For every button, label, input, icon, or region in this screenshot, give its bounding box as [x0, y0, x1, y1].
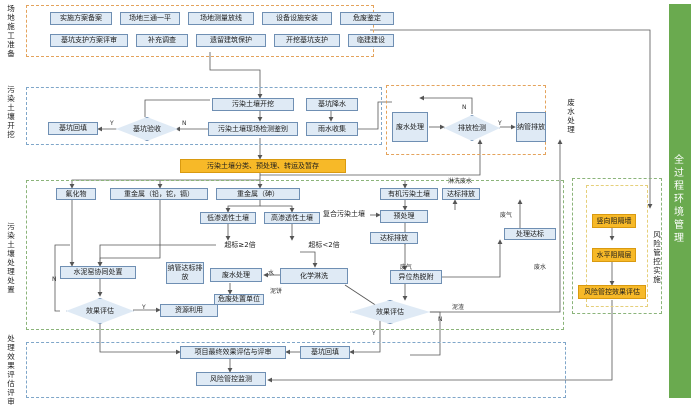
low-perm-box: 低渗透性土壤 [200, 212, 256, 224]
prep-box: 补充调查 [136, 34, 188, 47]
edge-label-y: Y [110, 120, 114, 127]
soil-monitor-box: 污染土壤现场检测鉴别 [208, 122, 298, 136]
std-emission-box: 达标排放 [370, 232, 418, 244]
evaluation-section-label: 处理效果评估评审 [7, 334, 15, 406]
discharge-test-decision: 排放检测 [444, 115, 500, 141]
high-perm-box: 高渗透性土壤 [264, 212, 320, 224]
heavy-metal-box: 重金属（铅，铊，镉） [110, 188, 208, 200]
horizontal-barrier-box: 水平阻隔层 [592, 248, 636, 262]
edge-label-y: Y [142, 304, 146, 311]
thermal-desorb-box: 异位热脱附 [390, 270, 442, 284]
wastewater-treat2-box: 废水处理 [210, 268, 262, 282]
prep-box: 场地三通一平 [120, 12, 180, 25]
organic-soil-box: 有机污染土壤 [380, 188, 438, 200]
prep-box: 开挖基坑支护 [274, 34, 340, 47]
prep-box: 设备设施安装 [262, 12, 332, 25]
treatment-std-box: 处理达标 [504, 228, 556, 240]
effect-eval2-decision: 效果评估 [350, 300, 430, 324]
edge-label-n: N [52, 276, 57, 283]
vertical-barrier-box: 竖向阻隔墙 [592, 214, 636, 228]
risk-monitor-box: 风险管控监测 [196, 372, 266, 386]
prep-box: 临建建设 [348, 34, 394, 47]
full-process-label: 全过程环境管理 [674, 155, 684, 244]
final-review-box: 项目最终效果评估与评审 [180, 346, 286, 359]
evaluation-region [26, 342, 566, 398]
prep-section-label: 场地施工准备 [7, 4, 15, 58]
edge-label-sludge: 泥饼 [270, 288, 283, 295]
edge-label-waste-gas2: 废气 [400, 264, 413, 271]
fluoride-box: 氟化物 [56, 188, 96, 200]
prep-box: 实施方案备案 [50, 12, 112, 25]
prep-region [26, 5, 374, 57]
disposal-region [26, 180, 564, 330]
pit-backfill-box: 基坑回填 [48, 122, 98, 135]
pit-dewatering-box: 基坑降水 [306, 98, 358, 111]
prep-box: 危废鉴定 [340, 12, 394, 25]
edge-label-n: N [182, 120, 187, 127]
edge-label-n: N [462, 104, 467, 111]
wastewater-treat-box: 废水处理 [392, 112, 428, 142]
risk-outer-region [572, 178, 662, 314]
edge-label-n: N [438, 316, 443, 323]
classify-box: 污染土壤分类、预处理、转运及暂存 [180, 159, 346, 173]
excavation-region [26, 87, 382, 145]
full-process-bar: 全过程环境管理 [669, 4, 691, 398]
exceed-lt2-label: 超标<2倍 [308, 241, 340, 249]
compound-soil-label: 复合污染土壤 [323, 210, 365, 218]
soil-excavation-box: 污染土壤开挖 [212, 98, 294, 111]
wastewater-section-label: 废水处理 [567, 98, 575, 134]
risk-region [586, 185, 648, 307]
hazwaste-unit-box: 危废处置单位 [214, 294, 264, 305]
compliant-discharge-box: 达标排放 [442, 188, 480, 200]
edge-label-leaching-wastewater: 淋洗废水 [448, 178, 473, 185]
prep-box: 遗留建筑保护 [196, 34, 266, 47]
edge-label-y: Y [498, 120, 502, 127]
prep-box: 基坑支护方案评审 [50, 34, 128, 47]
pipe-std-discharge-box: 纳管达标排放 [166, 262, 204, 284]
pre-treat-box: 预处理 [380, 210, 428, 223]
pipe-discharge-box: 纳管排放 [516, 112, 546, 142]
edge-label-wastewater: 废水 [534, 264, 547, 271]
prep-box: 场地测量放线 [188, 12, 254, 25]
exceed-ge2-label: 超标≥2倍 [224, 241, 256, 249]
edge-label-waste-gas: 废气 [500, 212, 513, 219]
disposal-section-label: 污染土壤处理处置 [7, 222, 15, 294]
excavation-section-label: 污染土壤开挖 [7, 85, 15, 139]
effect-eval-decision: 效果评估 [66, 298, 134, 324]
pit-accept-decision: 基坑验收 [116, 117, 178, 141]
edge-label-y: Y [372, 330, 376, 337]
heavy-metal-as-box: 重金属（砷） [216, 188, 300, 200]
resource-use-box: 资源利用 [160, 304, 218, 317]
edge-label-water: 水 [268, 270, 275, 277]
edge-label-slag: 泥渣 [452, 304, 465, 311]
risk-eval-box: 风险管控效果评估 [578, 285, 646, 299]
cement-kiln-box: 水泥窑协同处置 [60, 266, 136, 279]
rain-collect-box: 雨水收集 [306, 122, 358, 136]
chem-leach-box: 化学淋洗 [280, 268, 348, 284]
pit-backfill2-box: 基坑回填 [300, 346, 350, 359]
risk-section-label: 风险管控实施 [653, 230, 661, 284]
